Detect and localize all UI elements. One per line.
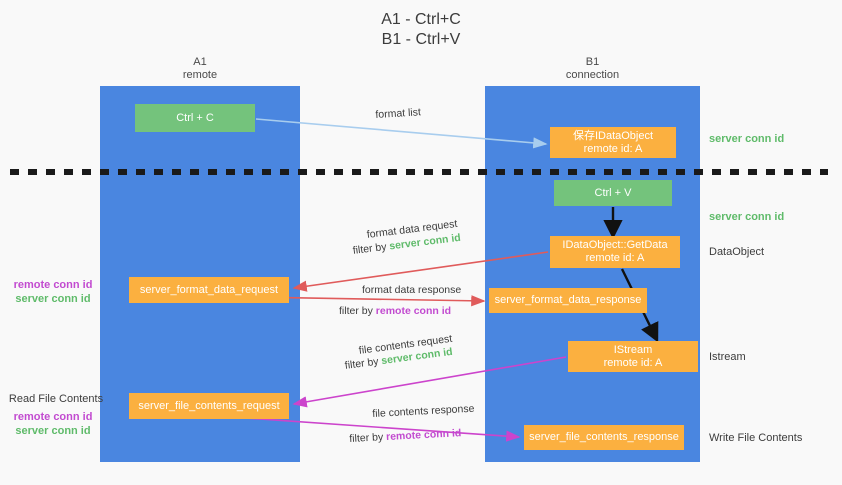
column-header-a1: A1 remote	[182, 56, 218, 81]
node-idataobject-getdata[interactable]: IDataObject::GetData remote id: A	[550, 236, 680, 268]
label-dataobject: DataObject	[709, 246, 765, 258]
arrow-label-format-data-response-filter: filter by remote conn id	[339, 304, 451, 318]
label-remote-conn-id-upper: remote conn id	[13, 279, 93, 291]
arrow-label-format-list: format list	[375, 106, 422, 121]
arrow-file-contents-request	[292, 356, 567, 408]
label-server-conn-id-top: server conn id	[709, 133, 785, 145]
node-server-format-data-request[interactable]: server_format_data_request	[129, 277, 289, 303]
column-header-b1: B1 connection	[565, 56, 620, 81]
label-istream: Istream	[709, 351, 746, 363]
node-istream[interactable]: IStream remote id: A	[568, 341, 698, 372]
arrow-label-format-data-response: format data response	[362, 284, 462, 296]
node-ctrl-v[interactable]: Ctrl + V	[554, 180, 672, 206]
label-conn-ids-lower: remote conn id server conn id	[8, 410, 98, 438]
filter-value-remote-conn-id: remote conn id	[375, 305, 452, 317]
node-server-file-contents-response[interactable]: server_file_contents_response	[524, 425, 684, 450]
arrow-format-list	[255, 118, 548, 149]
filter-prefix: filter by	[339, 305, 376, 317]
filter-prefix: filter by	[349, 431, 387, 445]
label-conn-ids-upper: remote conn id server conn id	[8, 278, 98, 306]
page-title: A1 - Ctrl+C B1 - Ctrl+V	[381, 11, 461, 48]
filter-value-remote-conn-id: remote conn id	[385, 427, 462, 444]
node-server-file-contents-request[interactable]: server_file_contents_request	[129, 393, 289, 419]
label-server-conn-id-upper: server conn id	[15, 293, 91, 305]
label-write-file-contents: Write File Contents	[709, 432, 803, 444]
label-server-conn-id-mid: server conn id	[709, 211, 785, 223]
label-server-conn-id-lower: server conn id	[15, 425, 91, 437]
node-server-format-data-response[interactable]: server_format_data_response	[489, 288, 647, 313]
arrow-format-data-request	[292, 251, 549, 292]
label-read-file-contents: Read File Contents	[8, 393, 104, 405]
node-ctrl-c[interactable]: Ctrl + C	[135, 104, 255, 132]
label-remote-conn-id-lower: remote conn id	[13, 411, 93, 423]
node-idataobject[interactable]: 保存IDataObject remote id: A	[550, 127, 676, 158]
